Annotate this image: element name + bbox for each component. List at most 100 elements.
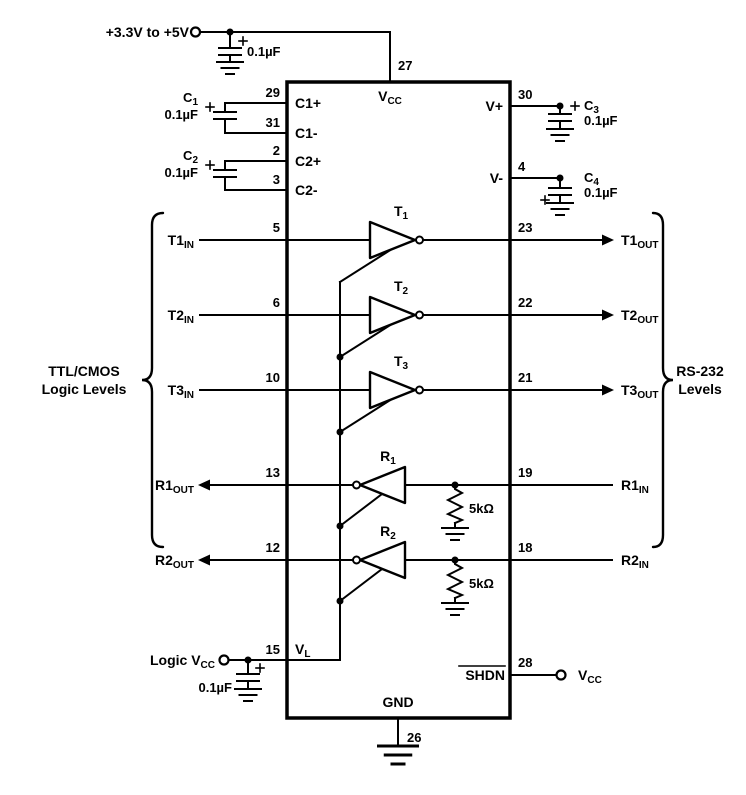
junction-dot <box>336 428 344 436</box>
right-brace-icon <box>651 211 674 549</box>
shdn-terminal <box>555 669 567 681</box>
r2-pullup-resistor-icon <box>447 559 463 599</box>
transmitter-t3: T3 10 21 T3IN T3OUT <box>168 353 658 410</box>
side-annotations: TTL/CMOS Logic Levels RS-232 Levels <box>42 211 724 549</box>
r1-inverter-bubble-icon <box>352 480 361 490</box>
r2out-label: R2OUT <box>155 552 194 571</box>
polarity-plus-icon <box>255 663 265 673</box>
pin-number-19: 19 <box>518 465 532 480</box>
r1-pullup-resistor-icon <box>447 484 463 524</box>
pin-number-31: 31 <box>266 115 280 130</box>
t3in-label: T3IN <box>168 382 194 401</box>
t1-inverter-bubble-icon <box>415 235 424 245</box>
vl-cap-value: 0.1µF <box>198 680 232 695</box>
supply-cap-value: 0.1µF <box>247 44 281 59</box>
c4-value: 0.1µF <box>584 185 618 200</box>
pin-number-29: 29 <box>266 85 280 100</box>
ic-c1plus-label: C1+ <box>295 95 321 111</box>
t2out-arrowhead-icon <box>602 309 614 321</box>
ground-icon <box>546 128 574 142</box>
r2-pullup-value: 5kΩ <box>469 576 494 591</box>
pin-number-10: 10 <box>266 370 280 385</box>
r1-buffer-triangle-icon <box>358 465 407 505</box>
pin-number-28: 28 <box>518 655 532 670</box>
t1out-label: T1OUT <box>621 232 658 251</box>
rs232-levels-label-line1: RS-232 <box>676 363 724 379</box>
r2-inverter-bubble-icon <box>352 555 361 565</box>
ttl-levels-label-line1: TTL/CMOS <box>48 363 120 379</box>
logic-vcc-label: Logic VCC <box>150 652 215 671</box>
logic-vcc-terminal <box>218 654 230 666</box>
ground-icon <box>216 61 244 75</box>
vl-internal-bus <box>286 247 394 661</box>
r2-ref: R2 <box>380 523 396 542</box>
left-brace-icon <box>141 211 165 549</box>
charge-pump-c2: C2 0.1µF 2 3 C2+ C2- <box>164 143 321 198</box>
r1in-label: R1IN <box>621 477 649 496</box>
receiver-r1: 5kΩ R1 13 19 R1OUT R1IN <box>155 448 649 541</box>
transmitter-t1: T1 5 23 T1IN T1OUT <box>168 203 658 260</box>
r2-buffer-triangle-icon <box>358 540 407 580</box>
t2-buffer-triangle-icon <box>368 295 417 335</box>
pin-number-6: 6 <box>273 295 280 310</box>
c2-value: 0.1µF <box>164 165 198 180</box>
ground-icon <box>441 527 469 541</box>
receiver-r2: 5kΩ R2 12 18 R2OUT R2IN <box>155 523 649 616</box>
vplus-rail: V+ 30 C3 0.1µF <box>485 87 618 142</box>
r2in-label: R2IN <box>621 552 649 571</box>
r1-ref: R1 <box>380 448 396 467</box>
ic-shdn-label: SHDN <box>465 667 505 683</box>
t2-ref: T2 <box>394 278 409 297</box>
t1-buffer-triangle-icon <box>368 220 417 260</box>
gnd-pin: GND 26 <box>377 694 421 766</box>
c2-ref: C2 <box>183 148 198 166</box>
ic-vplus-label: V+ <box>485 98 503 114</box>
pin-number-21: 21 <box>518 370 532 385</box>
pin-number-23: 23 <box>518 220 532 235</box>
ic-vl-label: VL <box>295 641 310 660</box>
t2-inverter-bubble-icon <box>415 310 424 320</box>
charge-pump-c1: C1 0.1µF 29 31 C1+ C1- <box>164 85 321 141</box>
pin-number-5: 5 <box>273 220 280 235</box>
ic-gnd-label: GND <box>382 694 413 710</box>
vminus-rail: V- 4 C4 0.1µF <box>490 159 618 216</box>
t3-buffer-triangle-icon <box>368 370 417 410</box>
pin-number-27: 27 <box>398 58 412 73</box>
t2out-label: T2OUT <box>621 307 658 326</box>
c1-ref: C1 <box>183 90 198 108</box>
ic-c2minus-label: C2- <box>295 182 318 198</box>
t2in-label: T2IN <box>168 307 194 326</box>
ic-vcc-label: VCC <box>378 88 402 107</box>
shutdown-pin: SHDN 28 VCC <box>458 655 602 686</box>
t1out-arrowhead-icon <box>602 234 614 246</box>
polarity-plus-icon <box>238 36 248 46</box>
c4-ref: C4 <box>584 170 599 188</box>
pin-number-18: 18 <box>518 540 532 555</box>
ic-vminus-label: V- <box>490 170 504 186</box>
r1out-label: R1OUT <box>155 477 194 496</box>
pin-number-4: 4 <box>518 159 526 174</box>
c3-ref: C3 <box>584 98 599 116</box>
supply-bypass-capacitor <box>216 31 248 75</box>
pin-number-26: 26 <box>407 730 421 745</box>
ic-body <box>285 80 512 720</box>
t3-ref: T3 <box>394 353 409 372</box>
c3-value: 0.1µF <box>584 113 618 128</box>
r1-pullup-value: 5kΩ <box>469 501 494 516</box>
pin-number-12: 12 <box>266 540 280 555</box>
ground-icon <box>377 744 419 766</box>
transmitter-t2: T2 6 22 T2IN T2OUT <box>168 278 658 335</box>
junction-dot <box>336 597 344 605</box>
shdn-vcc-label: VCC <box>578 667 602 686</box>
ground-icon <box>234 688 262 702</box>
supply-voltage-label: +3.3V to +5V <box>106 24 190 40</box>
pin-number-3: 3 <box>273 172 280 187</box>
t1in-label: T1IN <box>168 232 194 251</box>
ic-c2plus-label: C2+ <box>295 153 321 169</box>
junction-dot <box>336 353 344 361</box>
t3-inverter-bubble-icon <box>415 385 424 395</box>
ic-c1minus-label: C1- <box>295 125 318 141</box>
polarity-plus-icon <box>205 160 215 170</box>
